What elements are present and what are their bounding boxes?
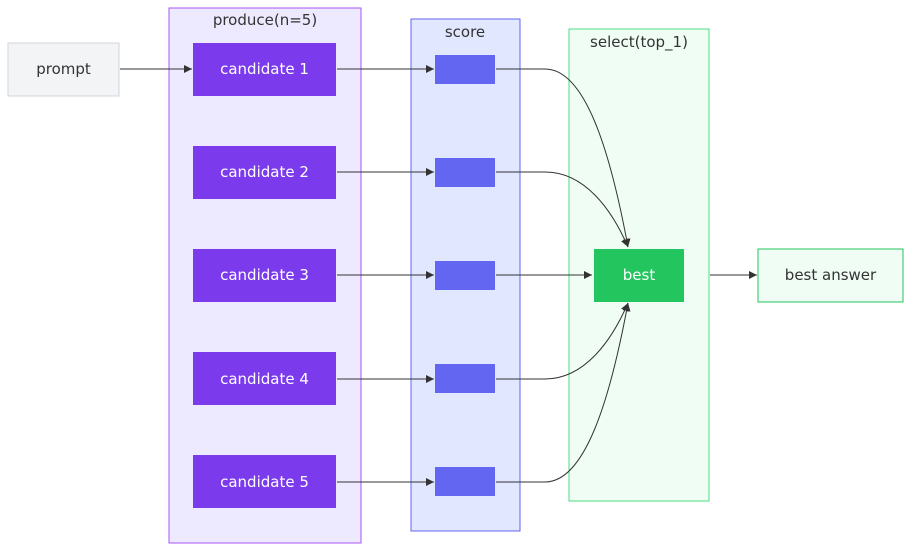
best-answer-node: best answer	[757, 248, 904, 303]
prompt-node: prompt	[7, 42, 120, 97]
produce-group-title: produce(n=5)	[213, 11, 317, 29]
edge-score-1-best	[496, 68, 631, 248]
edges	[120, 65, 757, 486]
score-node-4	[435, 364, 495, 393]
score-node-1	[435, 55, 495, 84]
best-answer-label: best answer	[785, 266, 877, 284]
candidate-node-3: candidate 3	[193, 249, 336, 302]
candidate-label-5: candidate 5	[220, 473, 309, 491]
best-label: best	[623, 266, 656, 284]
candidate-node-5: candidate 5	[193, 455, 336, 508]
prompt-label: prompt	[36, 60, 91, 78]
candidate-node-1: candidate 1	[193, 43, 336, 96]
candidate-label-4: candidate 4	[220, 370, 309, 388]
candidate-label-1: candidate 1	[220, 60, 309, 78]
candidate-node-4: candidate 4	[193, 352, 336, 405]
best-node: best	[594, 249, 684, 302]
score-node-5	[435, 467, 495, 496]
score-group-title: score	[445, 23, 485, 41]
edge-score-4-best	[496, 302, 629, 380]
select-group-title: select(top_1)	[590, 33, 688, 52]
candidate-label-3: candidate 3	[220, 266, 309, 284]
score-node-3	[435, 261, 495, 290]
edge-score-2-best	[496, 171, 629, 248]
candidate-label-2: candidate 2	[220, 163, 309, 181]
candidate-node-2: candidate 2	[193, 146, 336, 199]
score-node-2	[435, 158, 495, 187]
edge-score-5-best	[496, 302, 631, 483]
